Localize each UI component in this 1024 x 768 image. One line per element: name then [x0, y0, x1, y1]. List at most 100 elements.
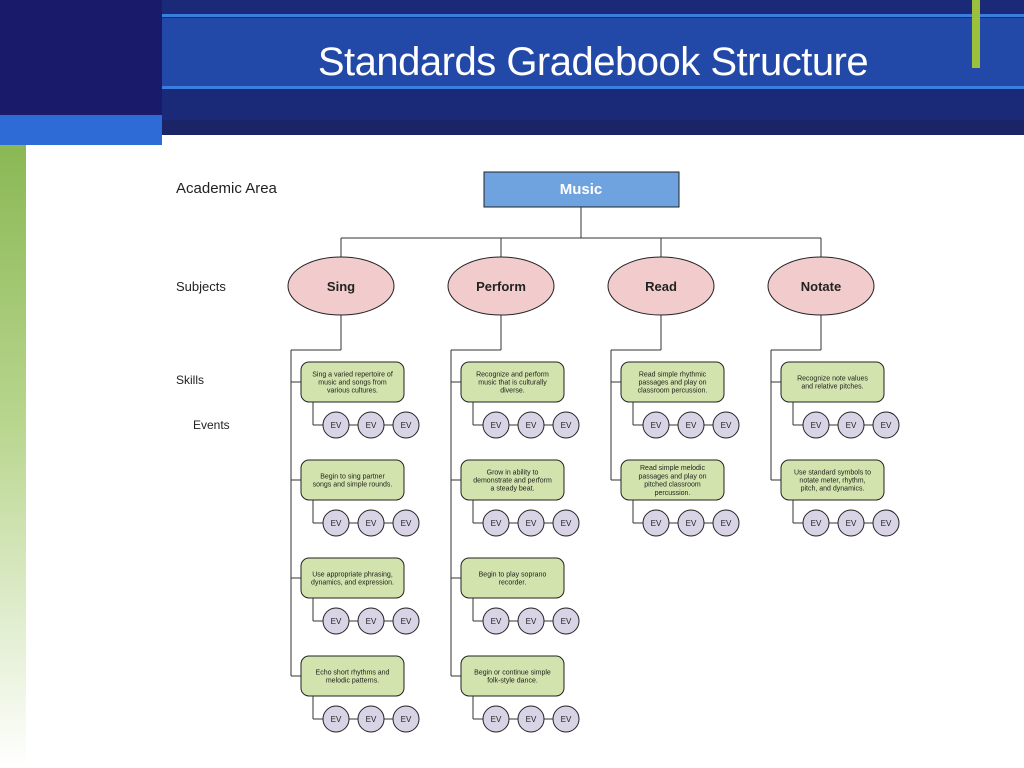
skill-text: music and songs from: [318, 380, 387, 387]
event-label: EV: [366, 421, 377, 430]
event-node: [837, 509, 865, 537]
event-label: EV: [366, 617, 377, 626]
skill-box: [460, 655, 565, 697]
event-node: [392, 607, 420, 635]
skill-text: Begin or continue simple: [474, 669, 551, 676]
skill-box: [300, 557, 405, 599]
skill-text: passages and play on: [638, 380, 706, 387]
skill-box: [300, 655, 405, 697]
event-label: EV: [491, 617, 502, 626]
event-label: EV: [366, 519, 377, 528]
skill-text: pitch, and dynamics.: [801, 486, 865, 493]
event-node: [872, 509, 900, 537]
event-label: EV: [686, 519, 697, 528]
skill-box: [620, 361, 725, 403]
event-label: EV: [846, 421, 857, 430]
skill-text: songs and simple rounds.: [313, 482, 393, 489]
skill-text: Read simple rhythmic: [639, 371, 707, 378]
skill-text: classroom percussion.: [638, 388, 708, 395]
event-node: [482, 509, 510, 537]
skill-text: Echo short rhythms and: [316, 669, 390, 676]
event-node: [712, 509, 740, 537]
event-node: [322, 509, 350, 537]
event-label: EV: [491, 421, 502, 430]
event-node: [677, 411, 705, 439]
skill-text: Begin to sing partner: [320, 473, 385, 480]
event-node: [677, 509, 705, 537]
skill-text: Begin to play soprano: [479, 571, 547, 578]
event-label: EV: [491, 715, 502, 724]
event-node: [642, 509, 670, 537]
event-node: [552, 411, 580, 439]
event-node: [357, 509, 385, 537]
skill-text: demonstrate and perform: [473, 478, 552, 485]
event-label: EV: [881, 421, 892, 430]
header-band-bottom: [162, 120, 1024, 135]
label-subjects: Subjects: [176, 279, 226, 294]
skill-text: Use standard symbols to: [794, 469, 871, 476]
event-label: EV: [401, 421, 412, 430]
event-node: [802, 509, 830, 537]
event-label: EV: [651, 519, 662, 528]
skill-text: Recognize note values: [797, 375, 868, 382]
event-node: [802, 411, 830, 439]
skill-text: Recognize and perform: [476, 371, 549, 378]
event-node: [552, 607, 580, 635]
event-label: EV: [526, 617, 537, 626]
left-navy-block: [0, 0, 162, 115]
event-node: [482, 705, 510, 733]
subject-label: Sing: [327, 279, 355, 294]
event-label: EV: [561, 421, 572, 430]
skill-box: [620, 459, 725, 501]
event-node: [322, 607, 350, 635]
event-label: EV: [846, 519, 857, 528]
skill-text: Sing a varied repertoire of: [312, 371, 393, 378]
event-label: EV: [526, 421, 537, 430]
event-node: [357, 411, 385, 439]
event-label: EV: [721, 519, 732, 528]
event-node: [872, 411, 900, 439]
label-academic-area: Academic Area: [176, 180, 278, 197]
root-box: [483, 171, 680, 208]
skill-text: passages and play on: [638, 473, 706, 480]
skill-text: dynamics, and expression.: [311, 580, 394, 587]
event-node: [322, 705, 350, 733]
event-label: EV: [401, 617, 412, 626]
label-events: Events: [193, 418, 230, 432]
event-label: EV: [526, 715, 537, 724]
skill-text: various cultures.: [327, 388, 378, 395]
event-label: EV: [686, 421, 697, 430]
event-node: [517, 607, 545, 635]
skill-box: [780, 361, 885, 403]
subject-label: Read: [645, 279, 677, 294]
root-label: Music: [560, 181, 603, 198]
skill-box: [460, 459, 565, 501]
accent-tick: [972, 0, 980, 68]
event-node: [642, 411, 670, 439]
left-blue-block: [0, 115, 162, 145]
event-label: EV: [561, 617, 572, 626]
event-label: EV: [331, 715, 342, 724]
skill-text: Use appropriate phrasing,: [312, 571, 393, 578]
event-label: EV: [331, 421, 342, 430]
event-node: [392, 705, 420, 733]
skill-box: [460, 361, 565, 403]
event-label: EV: [331, 617, 342, 626]
skill-text: music that is culturally: [478, 380, 547, 387]
subject-label: Perform: [476, 279, 526, 294]
left-green-strip: [0, 145, 26, 768]
skill-text: notate meter, rhythm,: [799, 478, 865, 485]
event-node: [357, 607, 385, 635]
event-label: EV: [401, 519, 412, 528]
skill-text: pitched classroom: [644, 482, 701, 489]
event-node: [357, 705, 385, 733]
skill-text: percussion.: [655, 490, 691, 497]
event-node: [392, 411, 420, 439]
event-label: EV: [811, 421, 822, 430]
event-label: EV: [491, 519, 502, 528]
event-label: EV: [561, 519, 572, 528]
header-band-mid: [162, 18, 1024, 86]
